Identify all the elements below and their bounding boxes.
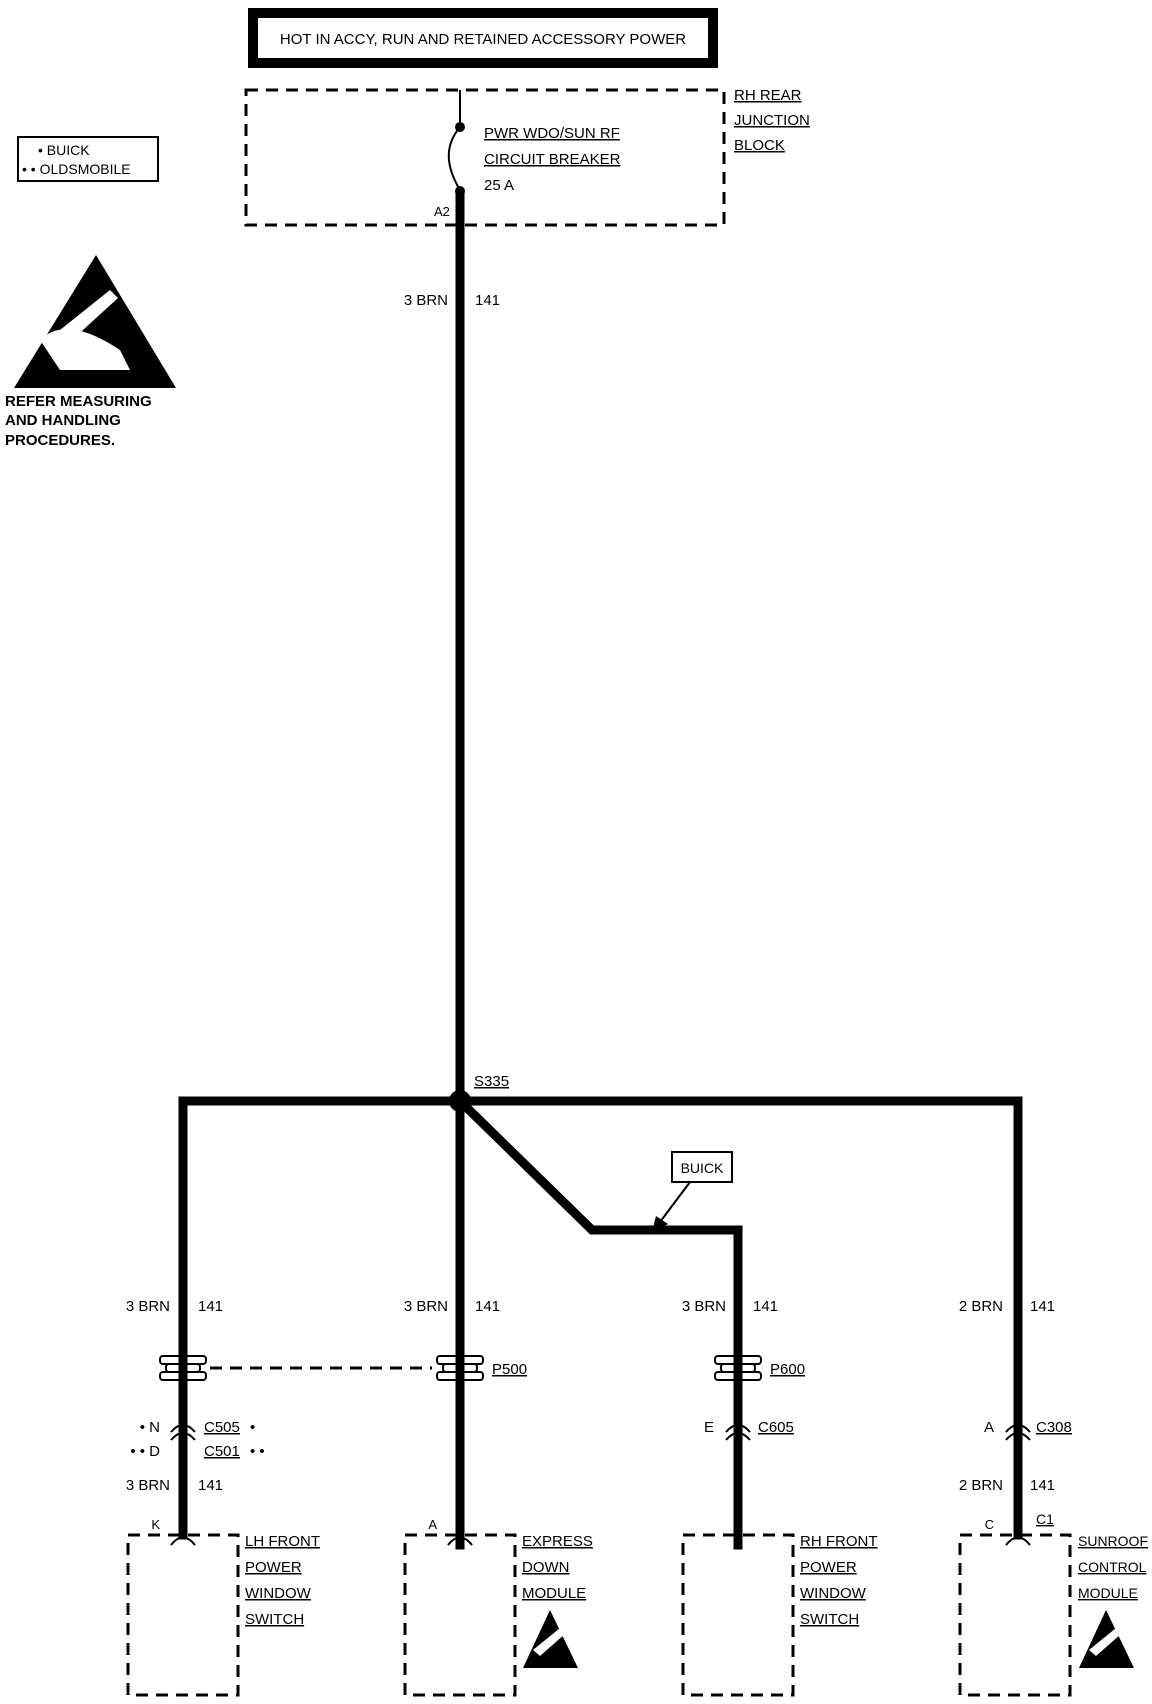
buick-callout: BUICK (652, 1151, 733, 1232)
sunroof-terminal: C (985, 1517, 994, 1532)
branch-3-circuit: 141 (753, 1298, 778, 1315)
c308-label: C308 (1036, 1419, 1072, 1436)
junction-block-name-2: JUNCTION (734, 112, 810, 129)
esd-icon (523, 1610, 578, 1668)
branch-1-circuit: 141 (198, 1298, 223, 1315)
lh-switch-wire-gauge: 3 BRN (126, 1477, 170, 1494)
sunroof-wire-gauge: 2 BRN (959, 1477, 1003, 1494)
circuit-breaker: PWR WDO/SUN RF CIRCUIT BREAKER 25 A A2 (434, 90, 621, 219)
c505-label: C505 (204, 1419, 240, 1436)
breaker-rating: 25 A (484, 177, 514, 194)
esd-note-line1: REFER MEASURING (5, 393, 152, 410)
branch-4-gauge: 2 BRN (959, 1298, 1003, 1315)
lh-switch-label-2: POWER (245, 1559, 302, 1576)
sunroof-label-3: MODULE (1078, 1585, 1138, 1601)
express-down-module: EXPRESS DOWN MODULE (403, 1533, 593, 1697)
rh-front-power-window-switch: RH FRONT POWER WINDOW SWITCH (681, 1533, 878, 1697)
branch-labels: 3 BRN 141 3 BRN 141 3 BRN 141 2 BRN 141 (126, 1298, 1055, 1315)
lh-switch-label-4: SWITCH (245, 1611, 304, 1628)
express-label-3: MODULE (522, 1585, 586, 1602)
c501-mark: • • (250, 1443, 265, 1460)
power-source-label: HOT IN ACCY, RUN AND RETAINED ACCESSORY … (280, 31, 686, 48)
junction-block-name-3: BLOCK (734, 137, 785, 154)
express-terminal: A (428, 1517, 437, 1532)
grommet-p500 (436, 1355, 484, 1381)
express-label-2: DOWN (522, 1559, 570, 1576)
breaker-label-1: PWR WDO/SUN RF (484, 125, 620, 142)
power-source-box: HOT IN ACCY, RUN AND RETAINED ACCESSORY … (248, 8, 718, 68)
branch-2-circuit: 141 (475, 1298, 500, 1315)
junction-block-name-1: RH REAR (734, 87, 802, 104)
connector-c505-c501: • N C505 • • • D C501 • • 3 BRN 141 K (126, 1419, 265, 1546)
c505-pin: • N (140, 1419, 160, 1436)
pass-through-grommets: P500 P600 (159, 1355, 805, 1381)
lh-front-power-window-switch: LH FRONT POWER WINDOW SWITCH (126, 1533, 320, 1697)
esd-note: REFER MEASURING AND HANDLING PROCEDURES. (5, 393, 152, 449)
rh-switch-label-4: SWITCH (800, 1611, 859, 1628)
legend-oldsmobile: • • OLDSMOBILE (22, 161, 131, 177)
c501-pin: • • D (130, 1443, 160, 1460)
express-label-1: EXPRESS (522, 1533, 593, 1550)
c505-mark: • (250, 1419, 255, 1436)
main-wire: 3 BRN 141 (404, 190, 500, 1106)
branch-3-gauge: 3 BRN (682, 1298, 726, 1315)
esd-note-line2: AND HANDLING (5, 412, 121, 429)
breaker-label-2: CIRCUIT BREAKER (484, 151, 621, 168)
p600-label: P600 (770, 1361, 805, 1378)
rh-rear-junction-block: RH REAR JUNCTION BLOCK (244, 87, 810, 227)
lh-switch-wire-circuit: 141 (198, 1477, 223, 1494)
p500-label: P500 (492, 1361, 527, 1378)
rh-switch-label-3: WINDOW (800, 1585, 867, 1602)
connector-c308: A C308 2 BRN 141 C C1 (959, 1419, 1072, 1546)
main-wire-circuit: 141 (475, 292, 500, 309)
grommet-lh (159, 1355, 207, 1381)
terminal-a2: A2 (434, 204, 450, 219)
branch-1-gauge: 3 BRN (126, 1298, 170, 1315)
rh-switch-label-1: RH FRONT (800, 1533, 878, 1550)
connector-express-a: A (428, 1517, 473, 1546)
c308-pin: A (984, 1419, 994, 1436)
splice-name: S335 (474, 1073, 509, 1090)
c501-label: C501 (204, 1443, 240, 1460)
grommet-p600 (714, 1355, 762, 1381)
c605-pin: E (704, 1419, 714, 1436)
sunroof-conn-c1: C1 (1036, 1511, 1054, 1527)
lh-switch-label-3: WINDOW (245, 1585, 312, 1602)
legend-buick: • BUICK (38, 142, 90, 158)
lh-switch-terminal: K (151, 1517, 160, 1532)
legend: • BUICK • • OLDSMOBILE (17, 136, 159, 182)
buick-callout-label: BUICK (681, 1160, 724, 1176)
sunroof-label-1: SUNROOF (1078, 1533, 1148, 1549)
connector-c605: E C605 (704, 1419, 794, 1441)
sunroof-control-module: SUNROOF CONTROL MODULE (958, 1533, 1148, 1697)
splice-s335: S335 (178, 1073, 1023, 1550)
c605-label: C605 (758, 1419, 794, 1436)
sunroof-wire-circuit: 141 (1030, 1477, 1055, 1494)
esd-icon (1079, 1610, 1134, 1668)
sunroof-label-2: CONTROL (1078, 1559, 1147, 1575)
branch-2-gauge: 3 BRN (404, 1298, 448, 1315)
rh-switch-label-2: POWER (800, 1559, 857, 1576)
branch-4-circuit: 141 (1030, 1298, 1055, 1315)
main-wire-gauge: 3 BRN (404, 292, 448, 309)
esd-warning-icon (14, 255, 176, 388)
esd-note-line3: PROCEDURES. (5, 432, 115, 449)
lh-switch-label-1: LH FRONT (245, 1533, 320, 1550)
